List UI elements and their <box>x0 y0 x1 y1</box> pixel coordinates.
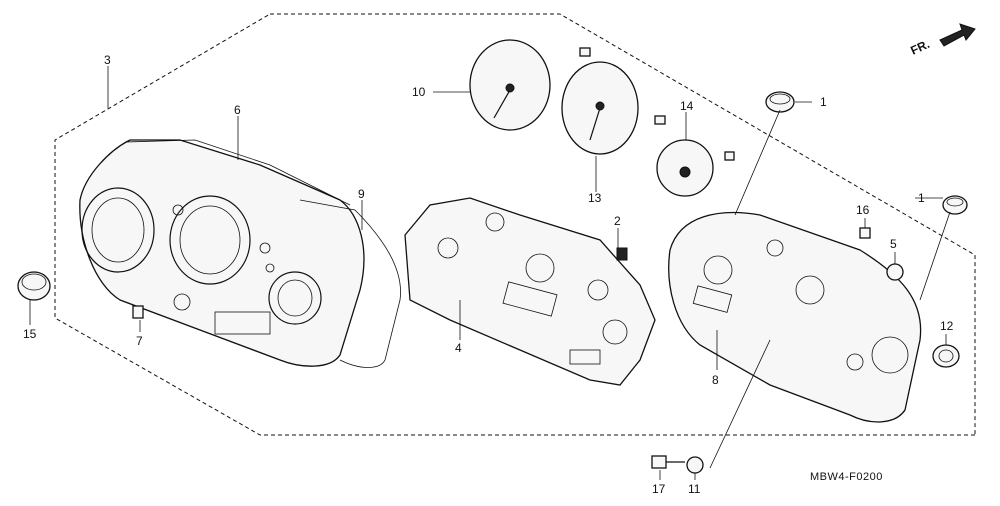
part-1-grommet-right <box>942 195 968 215</box>
callout-11: 11 <box>688 482 701 496</box>
arrow-icon <box>939 23 976 47</box>
part-16-screw <box>859 227 871 239</box>
part-13-gauge-face <box>561 61 639 155</box>
direction-label: FR. <box>908 37 931 58</box>
part-11-washer <box>686 456 704 474</box>
callout-1-top: 1 <box>820 95 827 109</box>
part-2-bulb <box>616 247 628 261</box>
part-9-gasket <box>299 199 401 368</box>
part-14-small-gauge <box>656 139 714 197</box>
callout-10: 10 <box>412 85 426 99</box>
callout-1-right: 1 <box>918 191 925 205</box>
part-6-meter-cover <box>79 139 365 367</box>
part-12-grommet <box>932 344 960 368</box>
part-13-screw <box>654 115 666 125</box>
callout-9: 9 <box>358 187 365 201</box>
callout-4: 4 <box>455 341 462 355</box>
callout-16: 16 <box>856 203 870 217</box>
callout-12: 12 <box>940 319 954 333</box>
part-4-circuit-board <box>404 197 656 386</box>
assembly-boundary <box>54 13 976 436</box>
part-1-grommet-top <box>765 91 795 113</box>
part-5-nut <box>886 263 904 281</box>
part-8-rear-case <box>668 212 922 423</box>
callout-8: 8 <box>712 373 719 387</box>
leader-lines <box>29 66 951 480</box>
callout-2: 2 <box>614 214 621 228</box>
front-direction-arrow: FR. <box>908 23 976 58</box>
part-10-screw <box>579 47 591 57</box>
callout-17: 17 <box>652 482 666 496</box>
callout-13: 13 <box>588 191 602 205</box>
diagram-code: MBW4-F0200 <box>810 471 883 483</box>
callout-6: 6 <box>234 103 241 117</box>
part-14-screw <box>724 151 735 161</box>
callout-7: 7 <box>136 334 143 348</box>
part-7-screw <box>132 305 144 319</box>
callout-5: 5 <box>890 237 897 251</box>
part-10-gauge-face <box>469 39 551 131</box>
callout-15: 15 <box>23 327 37 341</box>
callout-14: 14 <box>680 99 694 113</box>
callout-3: 3 <box>104 53 111 67</box>
part-17-bolt <box>651 455 685 469</box>
part-15-cap <box>17 271 51 301</box>
